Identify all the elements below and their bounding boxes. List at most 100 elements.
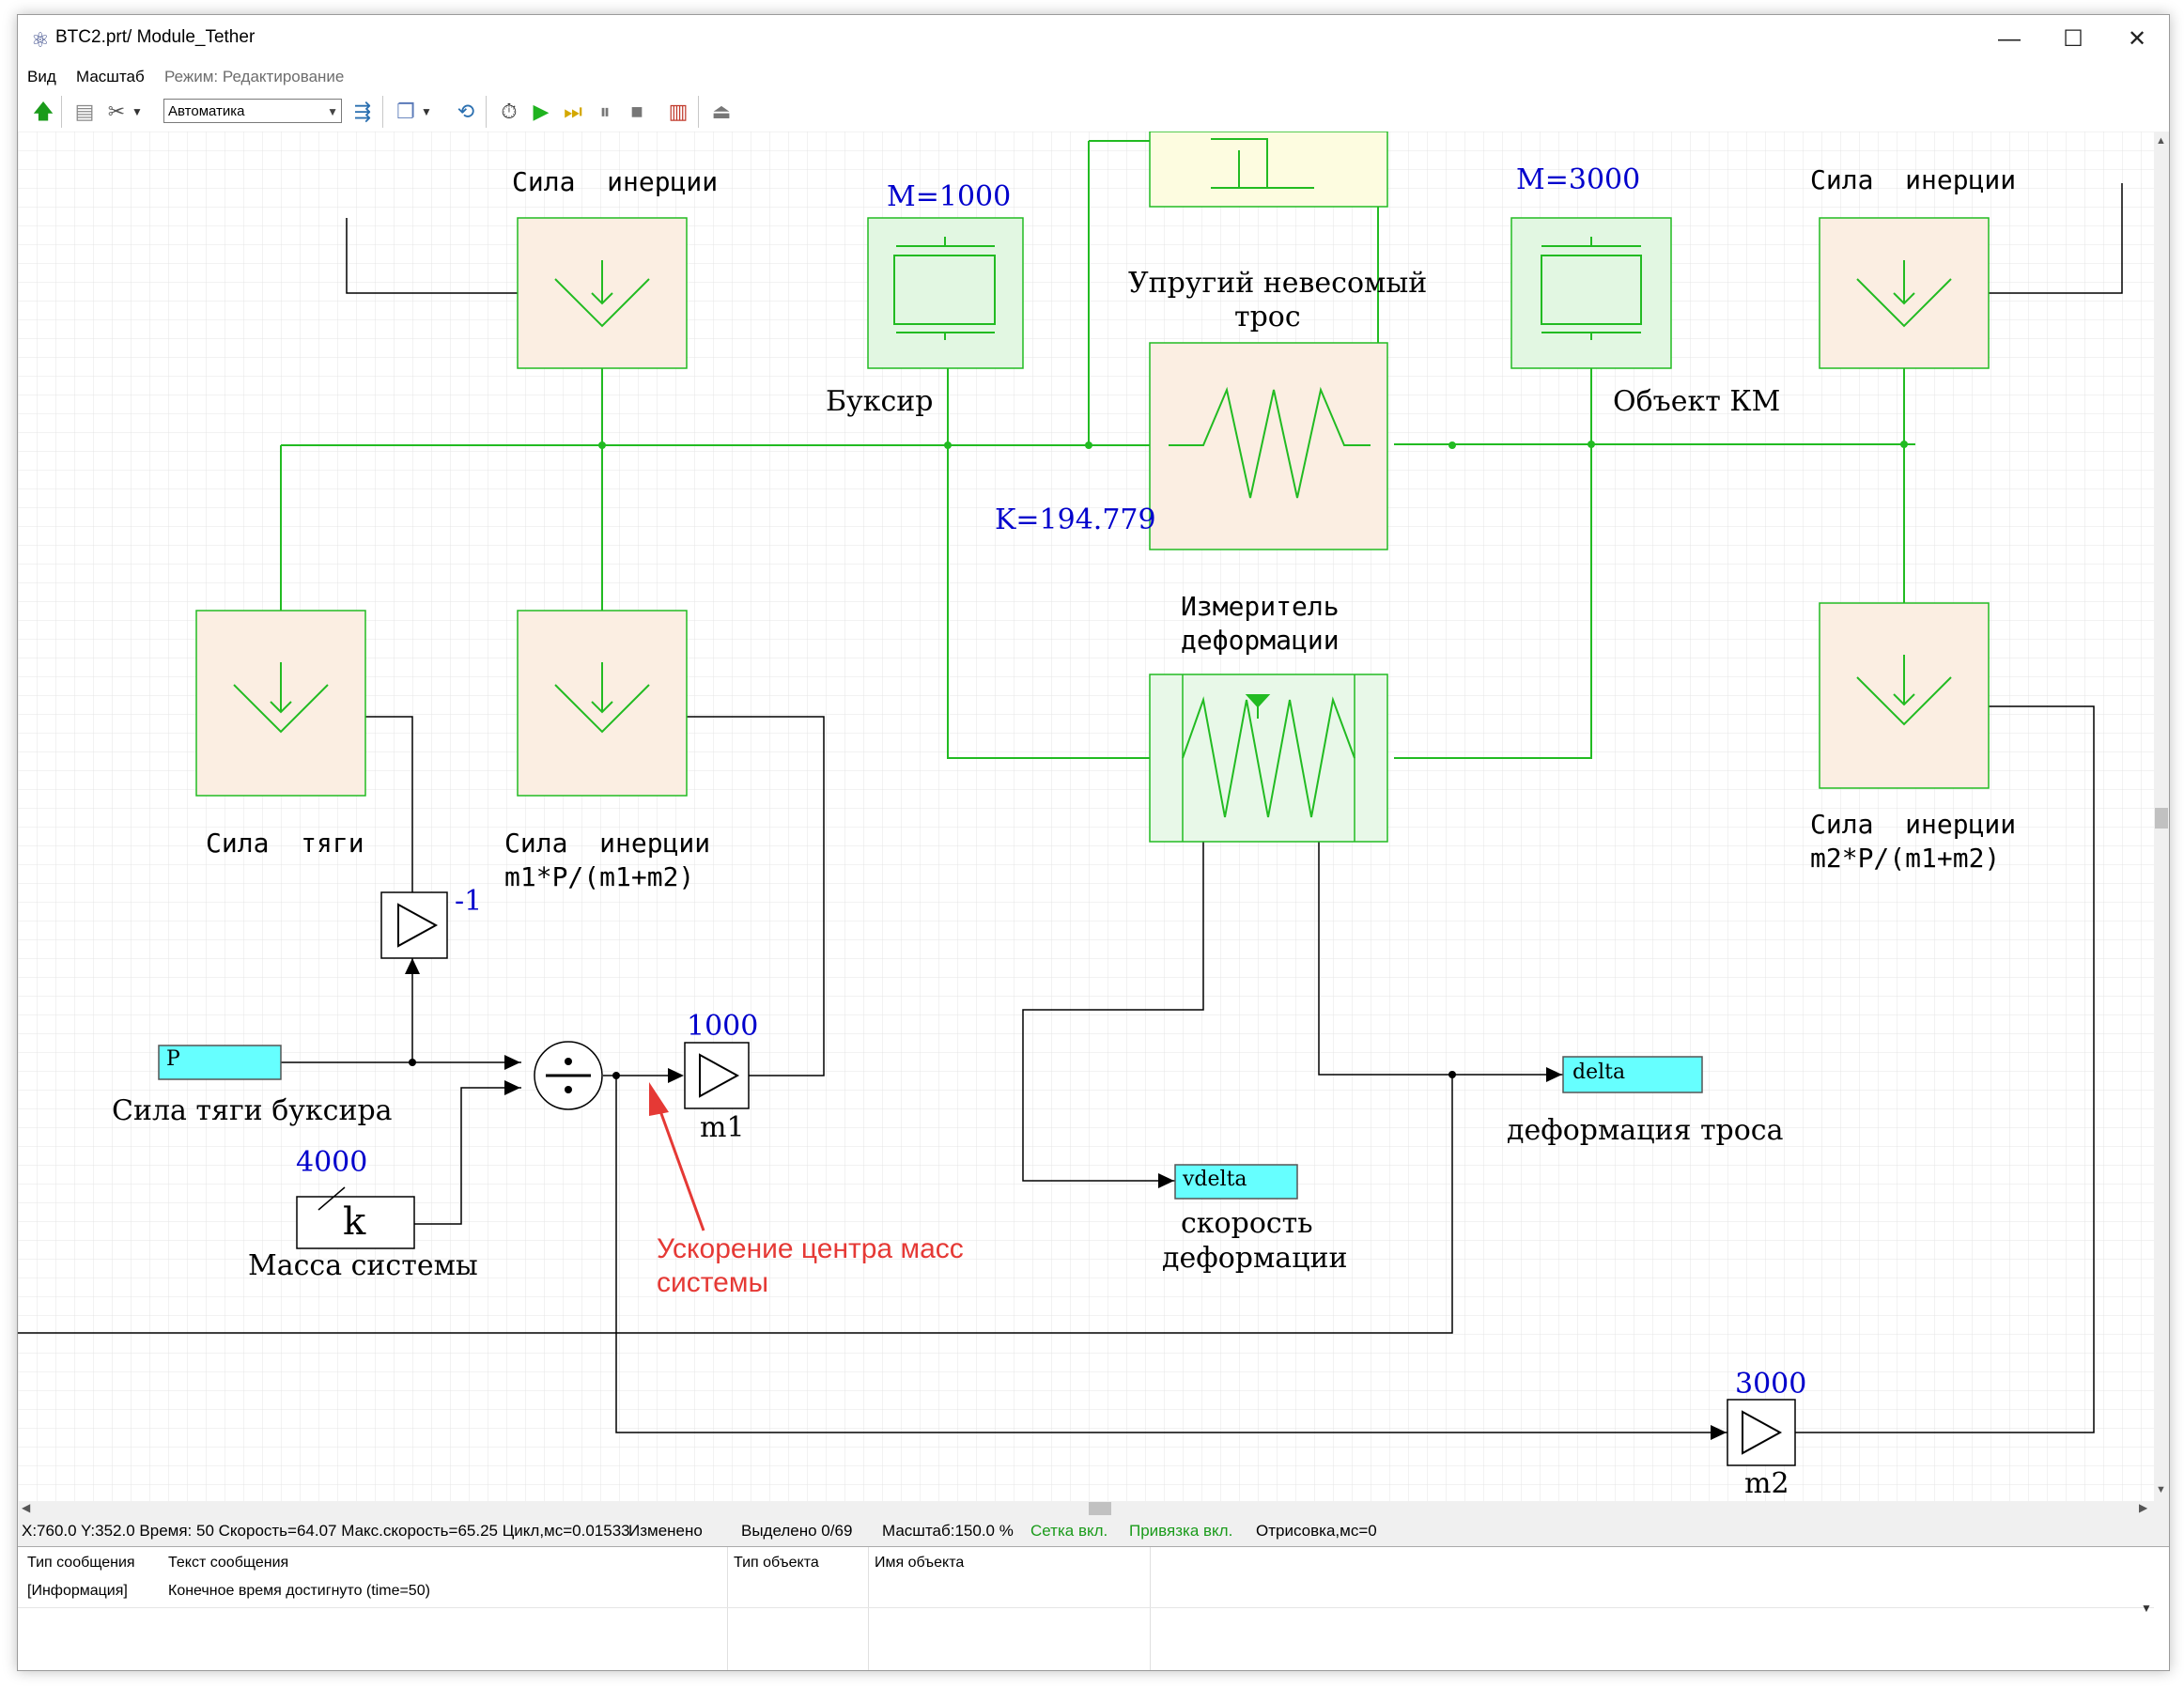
damper-block[interactable] xyxy=(1149,132,1388,208)
output-vdelta-text: vdelta xyxy=(1183,1168,1247,1191)
const-mass-block[interactable] xyxy=(296,1186,415,1249)
menu-bar: Вид Масштаб Режим: Редактирование xyxy=(18,64,2169,92)
input-p-block[interactable] xyxy=(158,1045,282,1080)
mass-tug-param: M=1000 xyxy=(887,180,1012,213)
tools-icon[interactable]: ✂ xyxy=(107,100,126,123)
inertia-block-1[interactable] xyxy=(517,217,688,369)
minimize-button[interactable]: — xyxy=(1998,26,2021,52)
inertia-block-2[interactable] xyxy=(517,610,688,797)
status-snap: Привязка вкл. xyxy=(1129,1522,1233,1540)
divide-block[interactable] xyxy=(534,1041,603,1110)
output-delta-block[interactable] xyxy=(1562,1056,1703,1093)
diagram-canvas[interactable]: Сила инерции Сила инерции M=1000 Буксир … xyxy=(18,132,2169,1501)
schematic-svg[interactable] xyxy=(18,132,2154,1501)
menu-view[interactable]: Вид xyxy=(27,68,56,85)
vertical-scrollbar[interactable]: ▲ ▼ xyxy=(2154,132,2169,1501)
annotation-line2: системы xyxy=(657,1267,769,1298)
output-vdelta-label-line1: скорость xyxy=(1181,1207,1313,1240)
output-delta-text: delta xyxy=(1572,1061,1626,1084)
compile-icon[interactable]: ⇶ xyxy=(353,100,372,123)
exit-icon[interactable]: ⏏ xyxy=(711,100,732,123)
msg-header-object-type: Тип объекта xyxy=(734,1555,819,1571)
menu-scale[interactable]: Масштаб xyxy=(76,68,145,85)
pause-icon[interactable]: ⏸ xyxy=(599,100,611,123)
window-title: BTC2.prt/ Module_Tether xyxy=(55,27,256,47)
mass-tug-block[interactable] xyxy=(867,217,1024,369)
gain-m1-block[interactable] xyxy=(684,1042,750,1109)
spring-param: K=194.779 xyxy=(995,503,1156,536)
row-divider xyxy=(18,1607,2154,1608)
msg-row-text[interactable]: Конечное время достигнуто (time=50) xyxy=(168,1583,430,1599)
inertia-label-3-line2: m2*P/(m1+m2) xyxy=(1810,843,2001,874)
layers-icon[interactable]: ❐ xyxy=(396,100,415,123)
scroll-right-icon[interactable]: ▶ xyxy=(2139,1501,2148,1514)
spring-block[interactable] xyxy=(1149,342,1388,550)
output-delta-label: деформация троса xyxy=(1507,1114,1784,1147)
scroll-thumb[interactable] xyxy=(1089,1502,1111,1515)
output-vdelta-label-line2: деформации xyxy=(1162,1242,1348,1275)
const-value: 4000 xyxy=(296,1146,368,1179)
scroll-down-icon[interactable]: ▼ xyxy=(2156,1484,2166,1495)
up-arrow-icon[interactable]: 🡅 xyxy=(32,100,54,123)
thrust-block[interactable] xyxy=(195,610,366,797)
gain-m2-block[interactable] xyxy=(1727,1399,1796,1466)
mass-object-label: Объект КМ xyxy=(1613,385,1781,418)
status-grid: Сетка вкл. xyxy=(1030,1522,1108,1540)
black-junctions xyxy=(409,1059,1456,1079)
dropdown-icon[interactable]: ▼ xyxy=(132,105,143,118)
mass-tug-label: Буксир xyxy=(826,385,934,418)
gain-neg-block[interactable] xyxy=(380,891,448,959)
thrust-label: Сила тяги xyxy=(206,828,364,859)
dropdown-icon[interactable]: ▼ xyxy=(421,105,432,118)
gain-neg-value: -1 xyxy=(455,885,483,918)
mode-select-value: Автоматика xyxy=(168,103,245,119)
inertia-block-4[interactable] xyxy=(1819,217,1990,369)
msg-header-text: Текст сообщения xyxy=(168,1555,289,1571)
input-p-label: Сила тяги буксира xyxy=(112,1094,393,1127)
gain-m2-value: 3000 xyxy=(1735,1368,1807,1401)
const-symbol: k xyxy=(343,1200,366,1244)
output-vdelta-block[interactable] xyxy=(1174,1164,1298,1200)
mass-object-block[interactable] xyxy=(1510,217,1672,369)
deformation-meter-block[interactable] xyxy=(1149,674,1388,843)
meter-label-line1: Измеритель xyxy=(1181,591,1340,622)
inertia-label-3-line1: Сила инерции xyxy=(1810,809,2017,840)
gain-m2-label: m2 xyxy=(1744,1467,1789,1500)
gain-m1-value: 1000 xyxy=(687,1010,759,1043)
msg-header-object-name: Имя объекта xyxy=(875,1555,965,1571)
msg-header-type: Тип сообщения xyxy=(27,1555,135,1571)
annotation-line1: Ускорение центра масс xyxy=(657,1233,964,1264)
meter-label-line2: деформации xyxy=(1181,625,1340,656)
msg-row-type[interactable]: [Информация] xyxy=(27,1583,128,1599)
stop-icon[interactable]: ■ xyxy=(630,100,643,123)
timer-icon[interactable]: ⏱ xyxy=(501,100,518,123)
maximize-button[interactable]: ☐ xyxy=(2063,26,2083,52)
toolbar-separator xyxy=(382,96,383,128)
play-icon[interactable]: ▶ xyxy=(533,100,550,123)
scroll-up-icon[interactable]: ▲ xyxy=(2156,135,2166,147)
panel-scroll-down-icon[interactable]: ▼ xyxy=(2141,1602,2152,1615)
inertia-block-3[interactable] xyxy=(1819,602,1990,789)
chevron-down-icon: ▼ xyxy=(327,105,338,118)
refresh-icon[interactable]: ⟲ xyxy=(457,100,475,123)
column-divider xyxy=(1150,1547,1151,1670)
status-bar: X:760.0 Y:352.0 Время: 50 Скорость=64.07… xyxy=(18,1518,2169,1544)
app-icon: ⚛ xyxy=(31,28,50,52)
inertia-label-2-line2: m1*P/(m1+m2) xyxy=(504,861,695,892)
chart-icon[interactable]: ▥ xyxy=(668,100,689,123)
scroll-left-icon[interactable]: ◀ xyxy=(22,1501,31,1514)
toolbar-separator xyxy=(698,96,699,128)
horizontal-scrollbar[interactable]: ◀ ▶ xyxy=(18,1501,2154,1516)
step-icon[interactable]: ⏭ xyxy=(564,100,582,123)
green-junctions xyxy=(598,441,1908,449)
scroll-thumb[interactable] xyxy=(2155,808,2168,829)
main-window: ⚛ BTC2.prt/ Module_Tether — ☐ ✕ Вид Масш… xyxy=(17,14,2170,1671)
gain-m1-label: m1 xyxy=(700,1111,745,1144)
script-icon[interactable]: ▤ xyxy=(74,100,95,123)
close-button[interactable]: ✕ xyxy=(2127,26,2147,52)
mode-select[interactable]: Автоматика ▼ xyxy=(163,99,342,123)
toolbar-separator xyxy=(486,96,487,128)
status-changed: Изменено xyxy=(628,1522,703,1540)
arrowheads xyxy=(405,958,1727,1440)
status-render: Отрисовка,мс=0 xyxy=(1256,1522,1377,1540)
